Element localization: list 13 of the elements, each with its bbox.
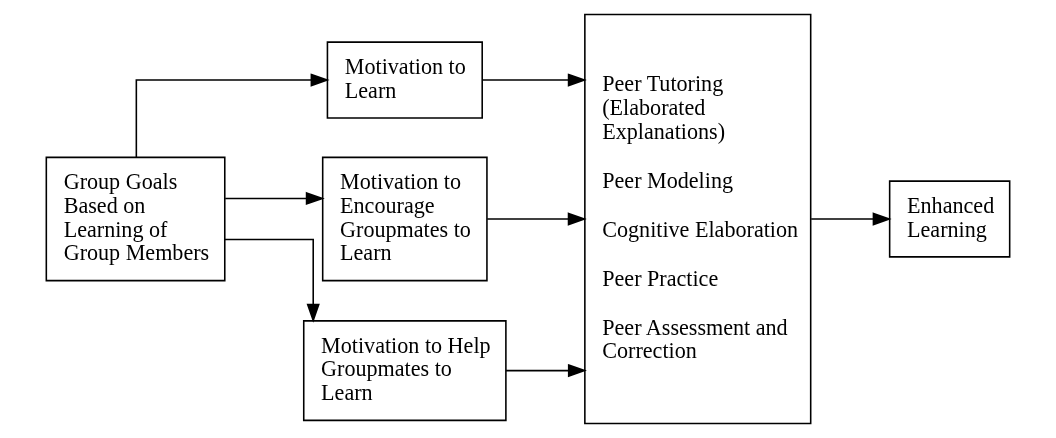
node-box: Motivation to Encourage Groupmates to Learn	[321, 156, 488, 282]
node-box: Peer Tutoring (Elaborated Explanations) Peer Modeling Cognitive Elaboration Peer Practice Peer Assessment and Correction	[584, 13, 812, 425]
node-box: Enhanced Learning	[888, 180, 1011, 258]
arrow	[486, 212, 587, 226]
arrow	[505, 363, 587, 378]
arrow	[224, 191, 325, 206]
node-box: Motivation to Help Groupmates to Learn	[302, 320, 507, 422]
arrow	[481, 73, 587, 87]
arrow	[810, 212, 892, 226]
node-box: Group Goals Based on Learning of Group Members	[45, 156, 226, 282]
node-box: Motivation to Learn	[326, 41, 483, 119]
arrow	[135, 73, 330, 158]
arrow	[224, 238, 320, 323]
